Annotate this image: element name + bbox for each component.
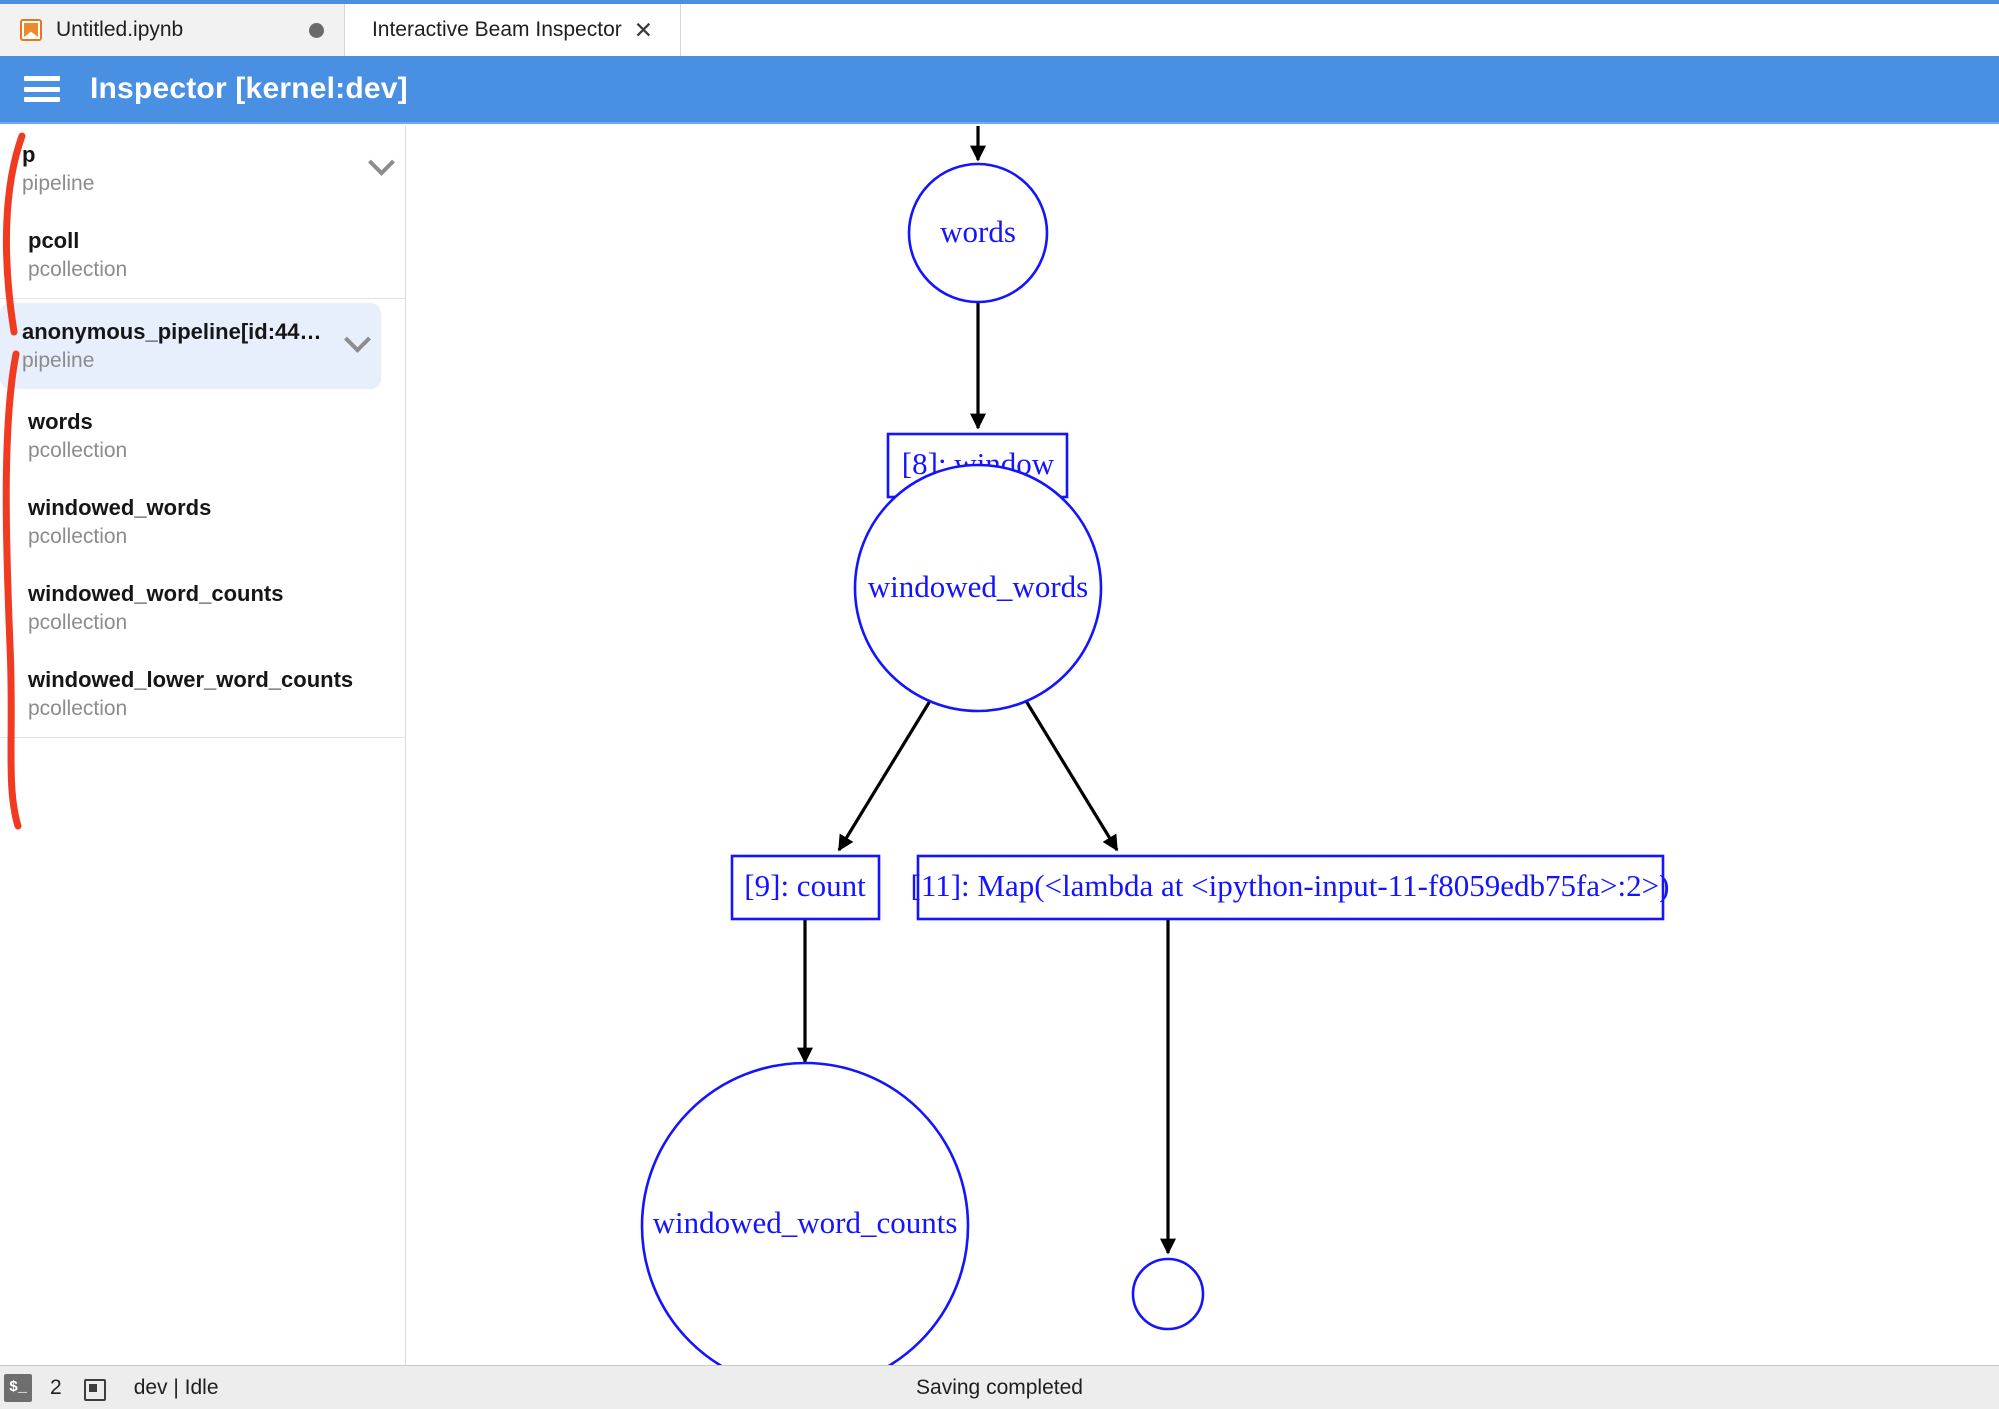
inspector-header: Inspector [kernel:dev] bbox=[0, 56, 1999, 124]
edge-windowed-words-to-map bbox=[1021, 695, 1119, 852]
kernel-status[interactable]: dev | Idle bbox=[133, 1375, 219, 1399]
sidebar-item-pcoll[interactable]: pcoll pcollection bbox=[0, 212, 405, 298]
tab-label: Interactive Beam Inspector bbox=[371, 18, 622, 41]
sidebar-item-type: pipeline bbox=[22, 172, 95, 195]
chevron-down-icon[interactable] bbox=[367, 146, 395, 174]
sidebar-item-type: pipeline bbox=[22, 349, 95, 372]
sidebar-item-p[interactable]: p pipeline bbox=[0, 126, 405, 212]
node-shape-ellipse bbox=[853, 463, 1103, 713]
unsaved-dot-icon[interactable] bbox=[309, 22, 324, 38]
sidebar-item-windowed-lower-word-counts[interactable]: windowed_lower_word_counts pcollection bbox=[0, 651, 405, 737]
node-label: [9]: count bbox=[744, 868, 866, 903]
pipeline-graph-canvas[interactable]: words [8]: window windowed_words [9]: co… bbox=[407, 126, 1999, 1365]
sidebar-item-label: pcoll bbox=[28, 228, 80, 253]
page-title: Inspector [kernel:dev] bbox=[90, 72, 408, 105]
node-shape-box bbox=[916, 854, 1665, 921]
tab-bar-accent bbox=[0, 0, 1999, 4]
node-shape-ellipse bbox=[1131, 1257, 1205, 1331]
graph-node-windowed-word-counts[interactable]: windowed_word_counts bbox=[640, 1061, 970, 1365]
sidebar-item-label: words bbox=[28, 409, 93, 434]
status-bar: $_ 2 dev | Idle Saving completed bbox=[0, 1365, 1999, 1409]
tab-label: Untitled.ipynb bbox=[56, 18, 184, 41]
chevron-down-icon[interactable] bbox=[343, 323, 371, 351]
graph-node-small-unnamed[interactable] bbox=[1131, 1257, 1205, 1331]
tab-interactive-beam-inspector[interactable]: Interactive Beam Inspector ✕ bbox=[345, 4, 681, 56]
terminal-icon[interactable]: $_ bbox=[4, 1373, 32, 1402]
node-label: windowed_word_counts bbox=[653, 1205, 958, 1240]
node-shape-ellipse bbox=[640, 1061, 970, 1365]
graph-node-map-lambda[interactable]: [11]: Map(<lambda at <ipython-input-11-f… bbox=[911, 854, 1670, 921]
sidebar-item-words[interactable]: words pcollection bbox=[0, 393, 405, 479]
notebook-icon bbox=[20, 19, 42, 41]
sidebar-item-label: windowed_lower_word_counts bbox=[28, 667, 354, 692]
sidebar-item-label: anonymous_pipeline[id:44516… bbox=[22, 319, 333, 344]
edge-windowed-words-to-count bbox=[837, 695, 935, 852]
tree-group-anonymous-pipeline: anonymous_pipeline[id:44516… pipeline wo… bbox=[0, 303, 405, 738]
cpu-chip-icon[interactable] bbox=[80, 1375, 106, 1401]
pipeline-graph: words [8]: window windowed_words [9]: co… bbox=[640, 126, 1670, 1365]
sidebar-item-windowed-words[interactable]: windowed_words pcollection bbox=[0, 479, 405, 565]
sidebar-item-type: pcollection bbox=[28, 258, 128, 281]
graph-node-words[interactable]: words bbox=[907, 162, 1049, 304]
sidebar-item-label: windowed_word_counts bbox=[28, 581, 284, 606]
sidebar-item-type: pcollection bbox=[28, 697, 128, 720]
node-label: [11]: Map(<lambda at <ipython-input-11-f… bbox=[911, 868, 1670, 903]
sidebar-item-anonymous-pipeline[interactable]: anonymous_pipeline[id:44516… pipeline bbox=[0, 303, 381, 389]
close-icon[interactable]: ✕ bbox=[633, 16, 654, 43]
sidebar-item-type: pcollection bbox=[28, 439, 128, 462]
sidebar-item-type: pcollection bbox=[28, 525, 128, 548]
sidebar-item-label: windowed_words bbox=[28, 495, 212, 520]
sidebar-item-label: p bbox=[22, 142, 36, 167]
graph-node-count[interactable]: [9]: count bbox=[730, 854, 881, 921]
node-label: windowed_words bbox=[868, 569, 1088, 604]
tab-untitled-ipynb[interactable]: Untitled.ipynb bbox=[0, 4, 345, 56]
sidebar-item-type: pcollection bbox=[28, 611, 128, 634]
sidebar-item-windowed-word-counts[interactable]: windowed_word_counts pcollection bbox=[0, 565, 405, 651]
node-label: words bbox=[940, 214, 1016, 249]
tree-group-p: p pipeline pcoll pcollection bbox=[0, 126, 405, 299]
terminal-count: 2 bbox=[50, 1375, 62, 1399]
node-shape-ellipse bbox=[907, 162, 1049, 304]
inspectables-sidebar[interactable]: p pipeline pcoll pcollection anonymous_p… bbox=[0, 126, 406, 1365]
graph-node-windowed-words[interactable]: windowed_words bbox=[853, 463, 1103, 713]
tab-bar: Untitled.ipynb Interactive Beam Inspecto… bbox=[0, 0, 1999, 56]
save-status: Saving completed bbox=[916, 1375, 1083, 1399]
node-shape-box bbox=[730, 854, 881, 921]
hamburger-icon[interactable] bbox=[24, 76, 60, 102]
